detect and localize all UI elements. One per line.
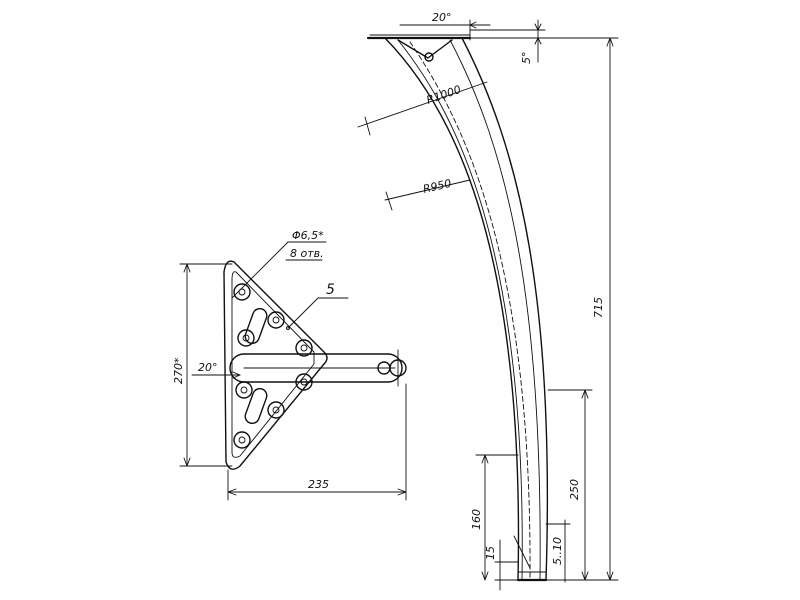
bracket-hole	[233, 283, 251, 301]
bracket-hole	[235, 381, 253, 399]
triangular-bracket	[223, 260, 407, 470]
bracket-hole	[295, 339, 313, 357]
leg-tilt-angle: 5°	[520, 52, 533, 65]
bracket-hole	[267, 401, 285, 419]
bracket-outer-plate	[223, 260, 328, 470]
bracket-hole	[237, 329, 255, 347]
bracket-hole	[267, 311, 285, 329]
bracket-hole	[295, 373, 313, 391]
bracket-arm-angle: 20°	[198, 361, 218, 374]
leg-dimensions: 20° 5° R1000 R950 715 250 160	[357, 11, 619, 591]
bracket-hole-count: 8 отв.	[290, 247, 324, 260]
bracket-height: 270*	[172, 357, 185, 384]
bracket-hole	[233, 431, 251, 449]
bracket-hole-spec: Φ6,5*	[292, 229, 324, 242]
leg-top-angle: 20°	[432, 11, 452, 24]
leg-height: 715	[592, 297, 605, 318]
leg-inner-contour	[461, 37, 549, 581]
leg-foot-height: 160	[470, 509, 483, 530]
bracket-width: 235	[308, 478, 329, 491]
leg-tube-section: 5..10	[551, 537, 564, 565]
bracket-dimensions: Φ6,5* 8 отв. 5 270* 20° 235	[172, 229, 407, 501]
leg-outer-contour	[384, 37, 520, 581]
bracket-slot	[244, 307, 268, 345]
bracket-slot	[244, 387, 268, 425]
leg-inner-radius: R950	[422, 177, 453, 196]
leg-lower-height: 250	[568, 479, 581, 500]
bracket-part-number: 5	[326, 282, 335, 298]
top-mount-hole	[424, 52, 434, 62]
leg-foot-depth: 15	[484, 546, 497, 560]
bracket-inner-plate	[231, 271, 315, 458]
top-brace	[397, 39, 453, 59]
curved-leg	[366, 34, 549, 582]
